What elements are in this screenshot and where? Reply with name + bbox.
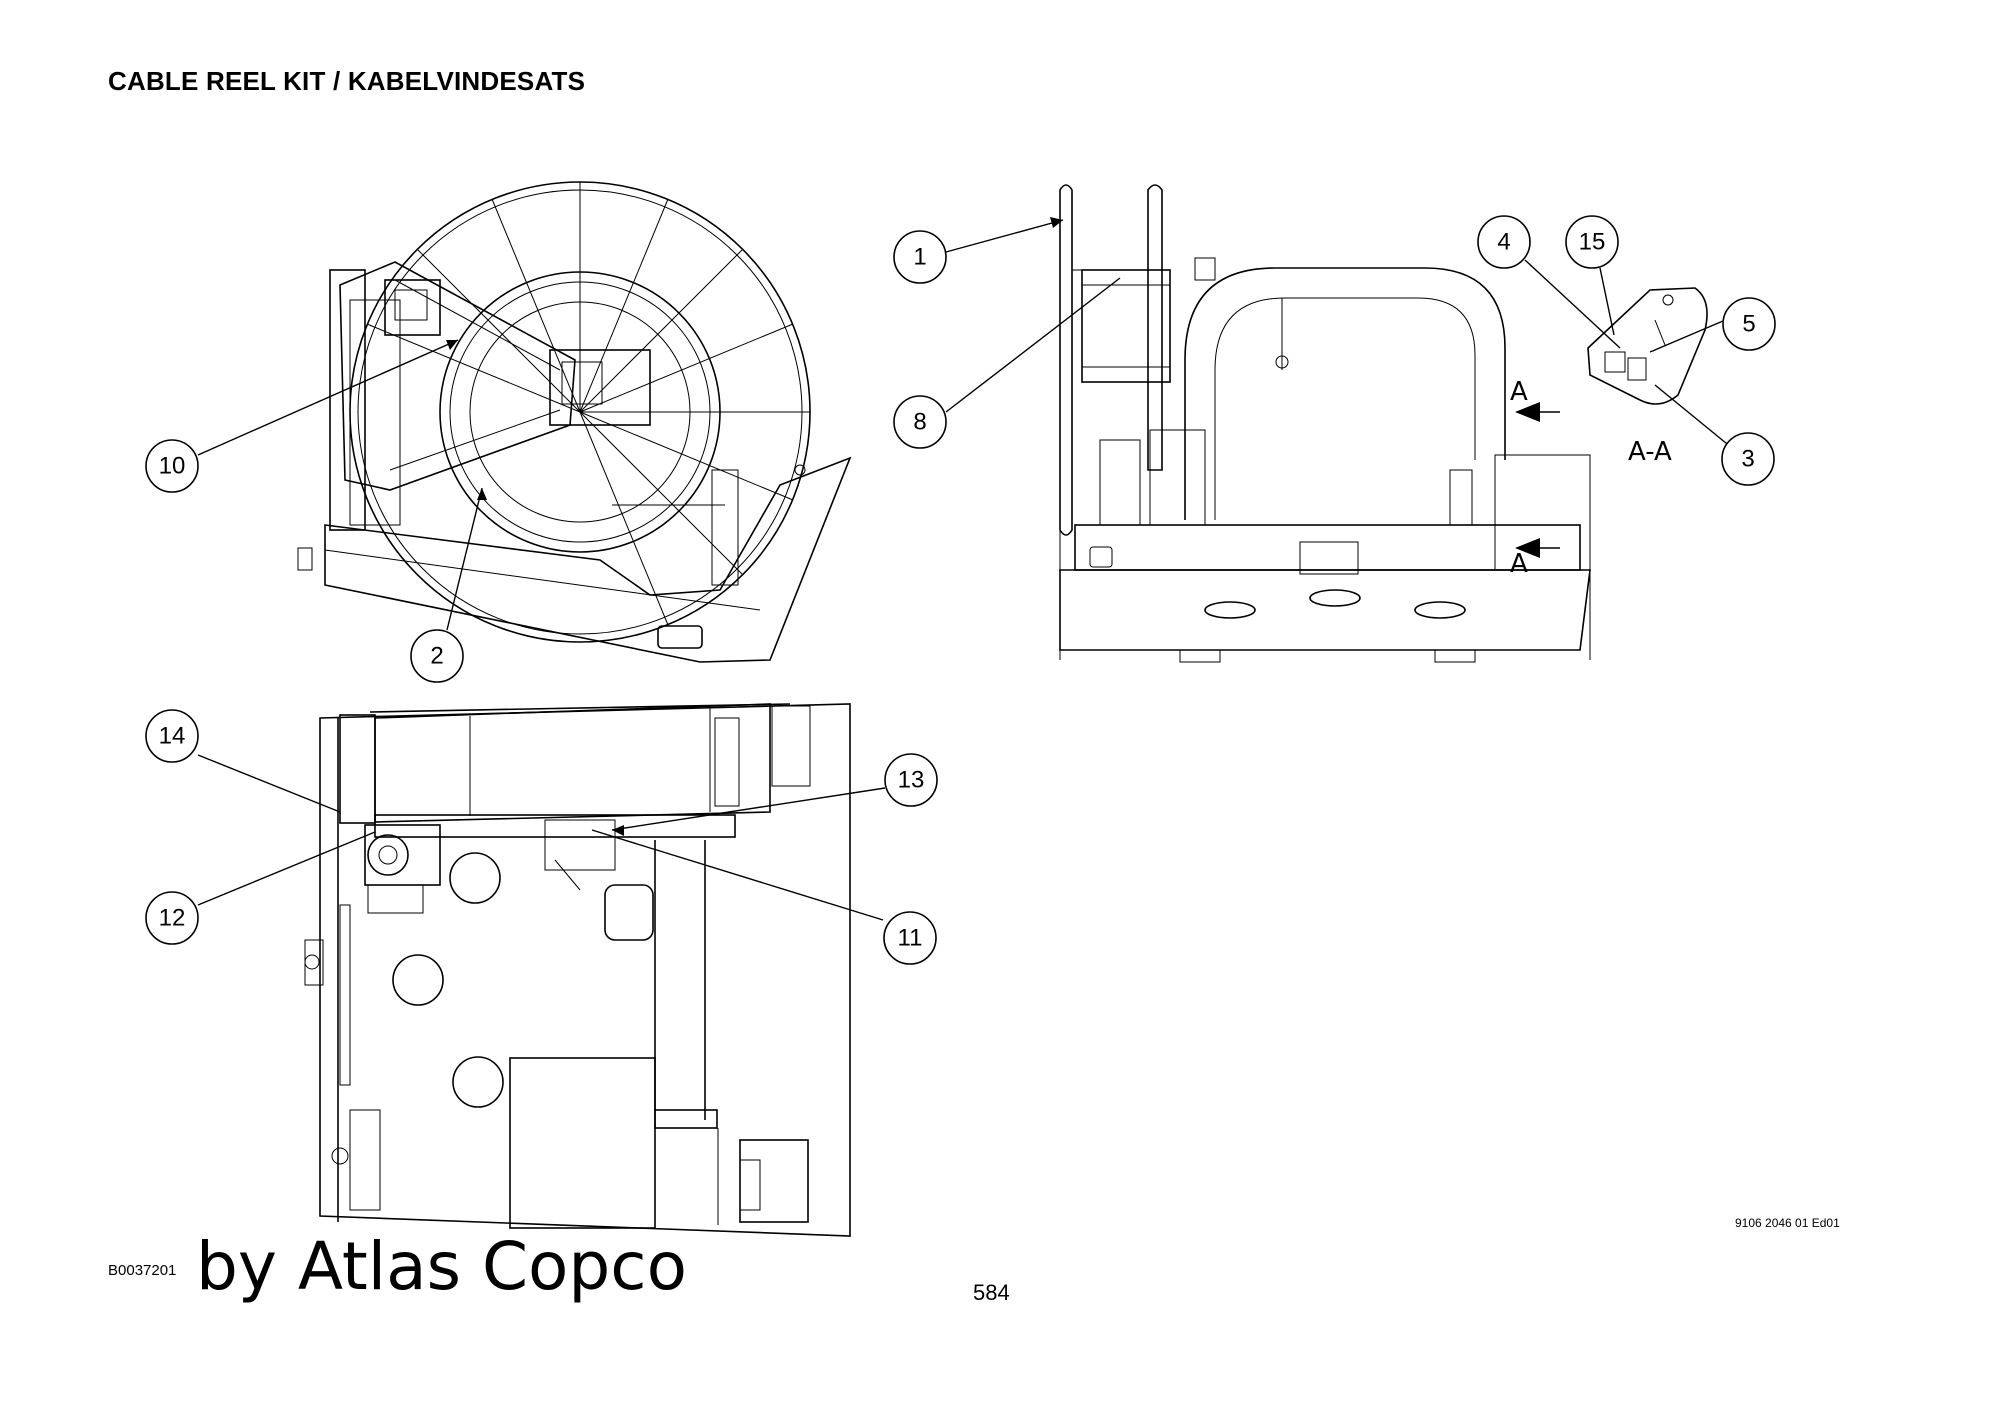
page-title: CABLE REEL KIT / KABELVINDESATS: [108, 66, 586, 96]
section-marker-top: A: [1510, 377, 1528, 407]
page-number: 584: [973, 1280, 1010, 1305]
section-marker-bottom: A: [1510, 549, 1528, 579]
callout-14: 14: [145, 709, 199, 763]
document-reference: 9106 2046 01 Ed01: [1735, 1216, 1840, 1230]
callout-4: 4: [1477, 215, 1531, 269]
front-view: [1059, 184, 1591, 663]
callout-15: 15: [1565, 215, 1619, 269]
callout-3: 3: [1721, 432, 1775, 486]
leader-lines: [197, 217, 1733, 921]
svg-text:13: 13: [898, 767, 925, 794]
svg-text:4: 4: [1497, 229, 1510, 256]
callout-8: 8: [893, 395, 947, 449]
svg-text:12: 12: [159, 905, 186, 932]
svg-text:15: 15: [1579, 229, 1606, 256]
callout-12: 12: [145, 891, 199, 945]
svg-text:8: 8: [913, 409, 926, 436]
callout-13: 13: [884, 753, 938, 807]
svg-text:11: 11: [898, 925, 923, 952]
callout-10: 10: [145, 439, 199, 493]
svg-text:1: 1: [913, 244, 926, 271]
top-view: [304, 703, 851, 1237]
watermark: by Atlas Copco: [196, 1228, 687, 1305]
svg-text:3: 3: [1741, 446, 1754, 473]
svg-text:5: 5: [1742, 311, 1755, 338]
callout-11: 11: [883, 911, 937, 965]
figure-code: B0037201: [108, 1262, 177, 1279]
callout-2: 2: [410, 629, 464, 683]
callout-5: 5: [1722, 297, 1776, 351]
callout-1: 1: [893, 230, 947, 284]
svg-text:2: 2: [430, 643, 443, 670]
side-view-reel: [297, 181, 852, 663]
svg-text:14: 14: [159, 723, 186, 750]
svg-text:10: 10: [159, 453, 186, 480]
detail-section-a-a: [1587, 287, 1708, 405]
section-label: A-A: [1628, 437, 1672, 467]
